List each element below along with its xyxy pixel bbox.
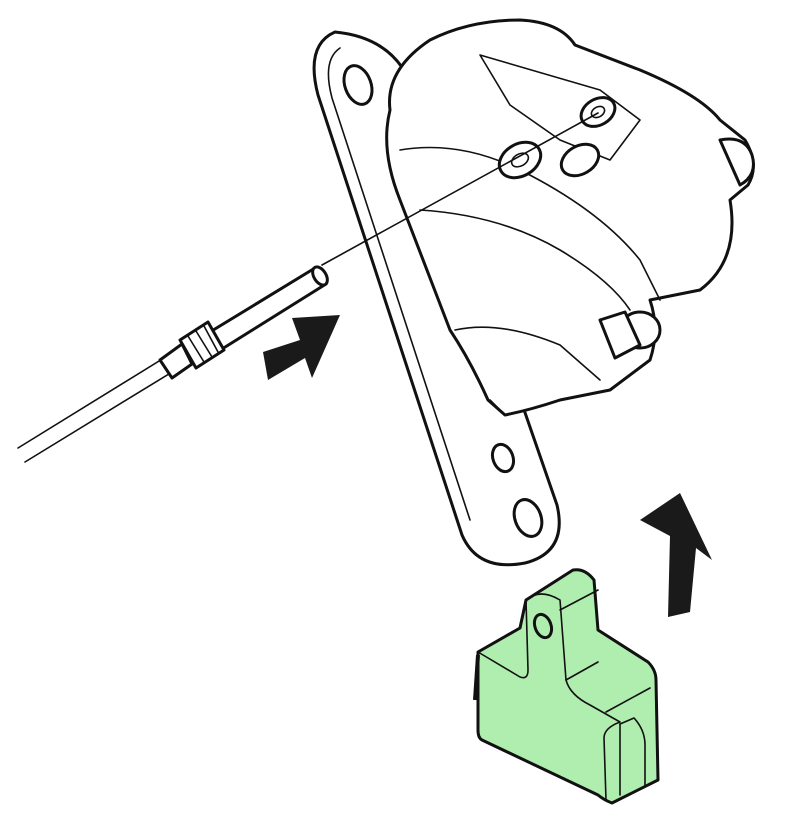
pad-spacer-block [473,568,660,805]
insert-arrow-icon [263,315,340,380]
guide-line [321,112,599,266]
brake-caliper [385,18,755,417]
up-arrow-icon [640,493,712,617]
bleed-tool [17,265,329,463]
